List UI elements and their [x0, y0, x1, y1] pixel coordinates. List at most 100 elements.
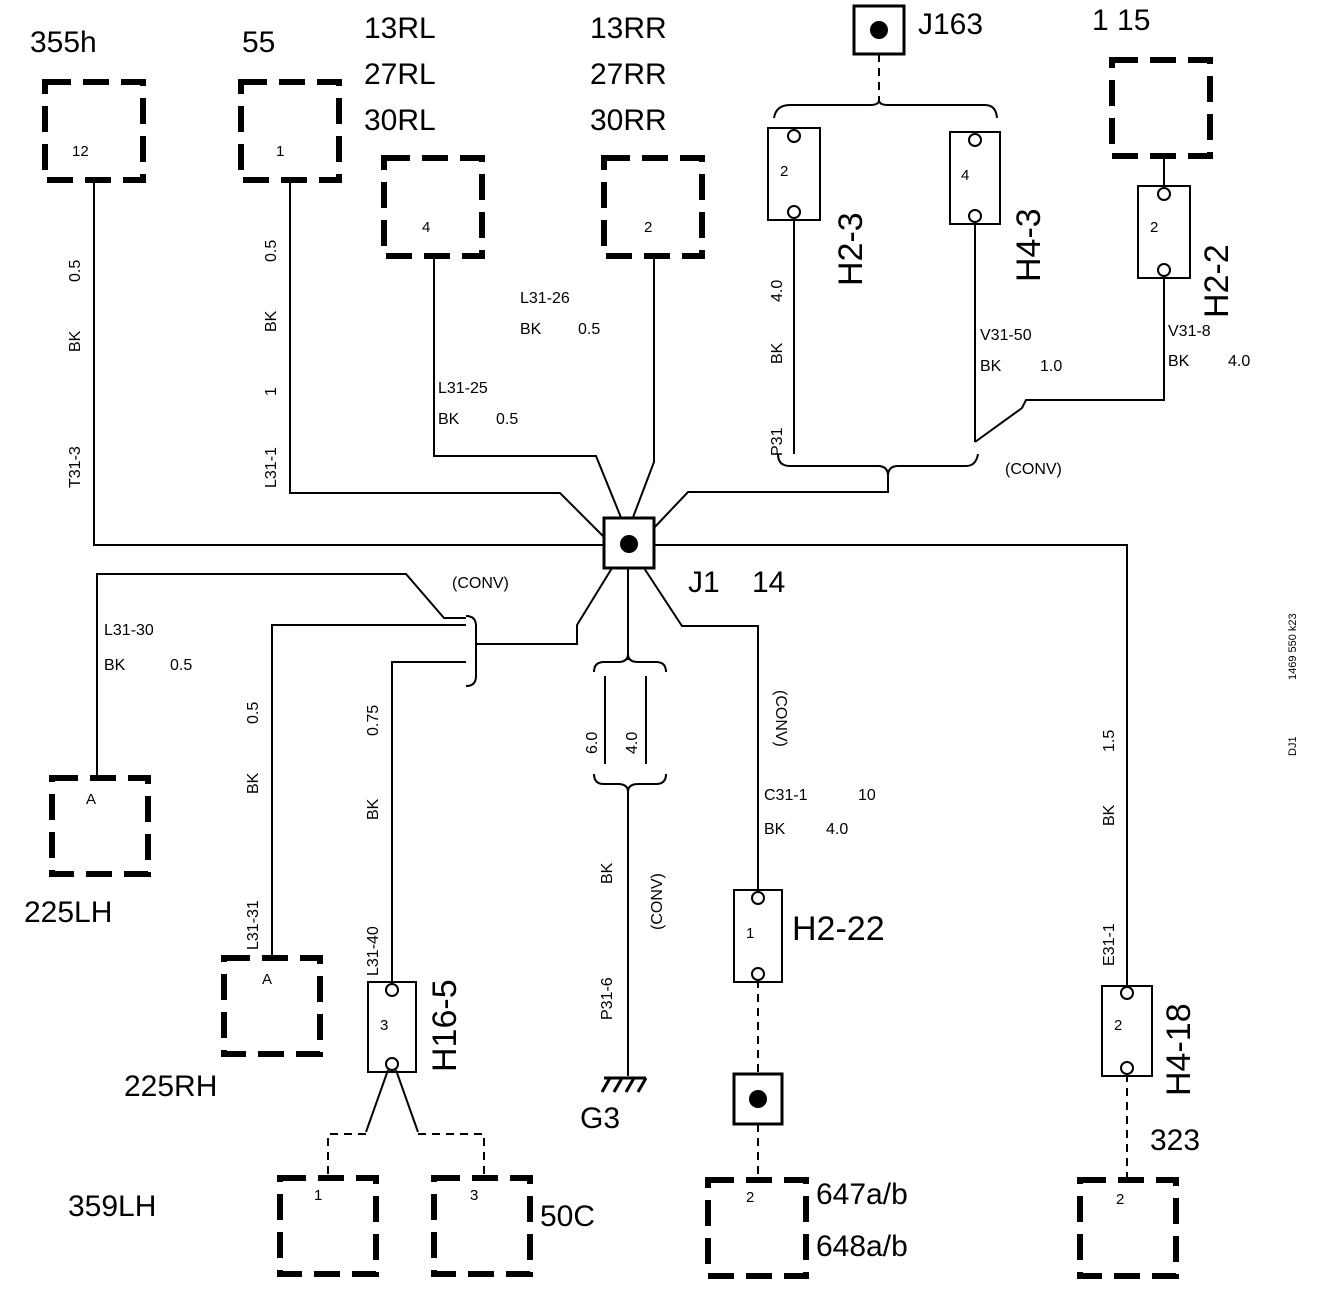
connector-55: 55 1: [238, 26, 342, 183]
wire-l31-1: 0.5 BK 1 L31-1: [263, 182, 605, 538]
fuse-h2-22: 1 H2-22: [733, 889, 885, 983]
wire-l31-1-color: BK: [263, 310, 280, 332]
fuse-h16-5-label: H16-5: [426, 979, 464, 1072]
wire-l31-26-id: L31-26: [520, 290, 570, 307]
wire-p31-6-color: BK: [599, 862, 616, 884]
wire-l31-26-size: 0.5: [578, 321, 600, 338]
fuse-h16-5: 3 H16-5: [327, 979, 485, 1178]
connector-50c: 3 50C: [431, 1175, 595, 1277]
side-code: 1469 550 k23 DJ1: [1287, 613, 1299, 756]
connector-50c-pin: 3: [470, 1187, 478, 1204]
wire-l31-1-num: 1: [263, 387, 280, 396]
fuse-h4-3: 4 H4-3: [949, 131, 1048, 282]
wire-l31-1-id: L31-1: [263, 447, 280, 488]
wire-v31-50-color: BK: [980, 358, 1002, 375]
connector-359lh-pin: 1: [314, 1187, 322, 1204]
connector-647-648: 2 647a/b 648a/b: [705, 1177, 908, 1279]
fuse-h4-18-label: H4-18: [1160, 1003, 1198, 1096]
wire-l31-25: L31-25 BK 0.5: [433, 256, 623, 521]
fuse-h16-5-pin: 3: [380, 1017, 388, 1034]
wire-p31-id: P31: [769, 427, 786, 456]
wire-v31-8-color: BK: [1168, 353, 1190, 370]
connector-55-label: 55: [242, 26, 275, 59]
wire-v31-8-size: 4.0: [1228, 353, 1250, 370]
connector-647-line2: 648a/b: [816, 1230, 908, 1263]
wire-c31-1-color: BK: [764, 821, 786, 838]
wire-l31-30: L31-30 BK 0.5: [96, 573, 466, 778]
connector-225lh-label: 225LH: [24, 896, 112, 929]
connector-rr-pin: 2: [644, 219, 652, 236]
wire-c31-1-size: 4.0: [826, 821, 848, 838]
junction-j163-label: J163: [918, 8, 983, 41]
wire-p31-6: 6.0 4.0 BK (CONV) P31-6: [584, 568, 667, 1076]
fuse-h2-3: 2 H2-3: [767, 127, 870, 286]
wire-p31-6-conv: (CONV): [649, 873, 666, 930]
wire-t31-3: 0.5 BK T31-3: [67, 182, 604, 546]
junction-j163: J163: [773, 4, 998, 119]
wire-l31-25-color: BK: [438, 411, 460, 428]
connector-225rh-label: 225RH: [124, 1070, 217, 1103]
wire-l31-40-color: BK: [365, 798, 382, 820]
wire-v31-8: V31-8 BK 4.0: [974, 276, 1250, 443]
wire-p31: 4.0 BK P31: [769, 218, 795, 456]
wire-l31-25-size: 0.5: [496, 411, 518, 428]
conv-brace-top: (CONV): [651, 453, 1062, 531]
wire-l31-1-size: 0.5: [263, 240, 280, 262]
wire-t31-3-id: T31-3: [67, 446, 84, 488]
connector-355h: 355h 12: [30, 26, 146, 183]
wire-l31-31-color: BK: [245, 772, 262, 794]
wire-c31-1: (CONV) C31-1 10 BK 4.0: [643, 567, 876, 892]
fuse-h2-3-pin: 2: [780, 163, 788, 180]
connector-323-label: 323: [1150, 1124, 1200, 1157]
conv-label-left: (CONV): [452, 575, 509, 592]
wire-e31-1-color: BK: [1101, 804, 1118, 826]
wire-p31-6-size-b: 4.0: [624, 732, 641, 754]
wire-l31-25-id: L31-25: [438, 380, 488, 397]
wire-e31-1-id: E31-1: [1101, 923, 1118, 966]
connector-225rh: A 225RH: [124, 955, 323, 1103]
connector-rl-line2: 27RL: [364, 58, 436, 91]
fuse-h2-22-pin: 1: [746, 925, 754, 942]
junction-j1-number: 14: [752, 566, 785, 599]
connector-1-15-label: 1 15: [1092, 4, 1150, 37]
fuse-h2-3-label: H2-3: [832, 212, 870, 286]
connector-rr-line1: 13RR: [590, 12, 667, 45]
wire-l31-30-color: BK: [104, 657, 126, 674]
wire-l31-40: 0.75 BK L31-40: [365, 661, 466, 984]
fuse-h4-3-pin: 4: [961, 167, 969, 184]
conv-label-top: (CONV): [1005, 461, 1062, 478]
wire-v31-50-id: V31-50: [980, 327, 1032, 344]
connector-355h-label: 355h: [30, 26, 97, 59]
wire-l31-26: L31-26 BK 0.5: [520, 256, 655, 521]
fuse-h4-18: 2 H4-18: [1101, 985, 1198, 1180]
wire-e31-1-size: 1.5: [1101, 730, 1118, 752]
connector-rr-line3: 30RR: [590, 104, 667, 137]
connector-50c-label: 50C: [540, 1200, 595, 1233]
connector-rr-line2: 27RR: [590, 58, 667, 91]
wire-l31-30-size: 0.5: [170, 657, 192, 674]
wire-c31-1-num: 10: [858, 787, 876, 804]
side-code-line2: DJ1: [1287, 736, 1299, 756]
connector-323-pin: 2: [1116, 1191, 1124, 1208]
wire-t31-3-size: 0.5: [67, 260, 84, 282]
conv-brace-left: (CONV): [452, 567, 613, 687]
fuse-h2-2: 2 H2-2: [1137, 156, 1236, 318]
wire-p31-6-id: P31-6: [599, 977, 616, 1020]
wire-l31-30-id: L31-30: [104, 622, 154, 639]
fuse-h4-18-pin: 2: [1114, 1017, 1122, 1034]
wire-e31-1: 1.5 BK E31-1: [654, 544, 1128, 986]
wire-p31-color: BK: [769, 342, 786, 364]
connector-225lh-pin: A: [86, 791, 96, 808]
wire-t31-3-color: BK: [67, 330, 84, 352]
junction-inline-lower: [732, 980, 784, 1180]
connector-rl-line3: 30RL: [364, 104, 436, 137]
fuse-h2-2-pin: 2: [1150, 219, 1158, 236]
side-code-line1: 1469 550 k23: [1287, 613, 1299, 680]
wire-l31-31-id: L31-31: [245, 900, 262, 950]
wire-l31-31: 0.5 BK L31-31: [245, 624, 466, 958]
fuse-h2-2-label: H2-2: [1198, 244, 1236, 318]
connector-1-15: 1 15: [1092, 4, 1213, 159]
ground-g3-label: G3: [580, 1102, 620, 1135]
ground-g3: G3: [580, 1076, 648, 1135]
